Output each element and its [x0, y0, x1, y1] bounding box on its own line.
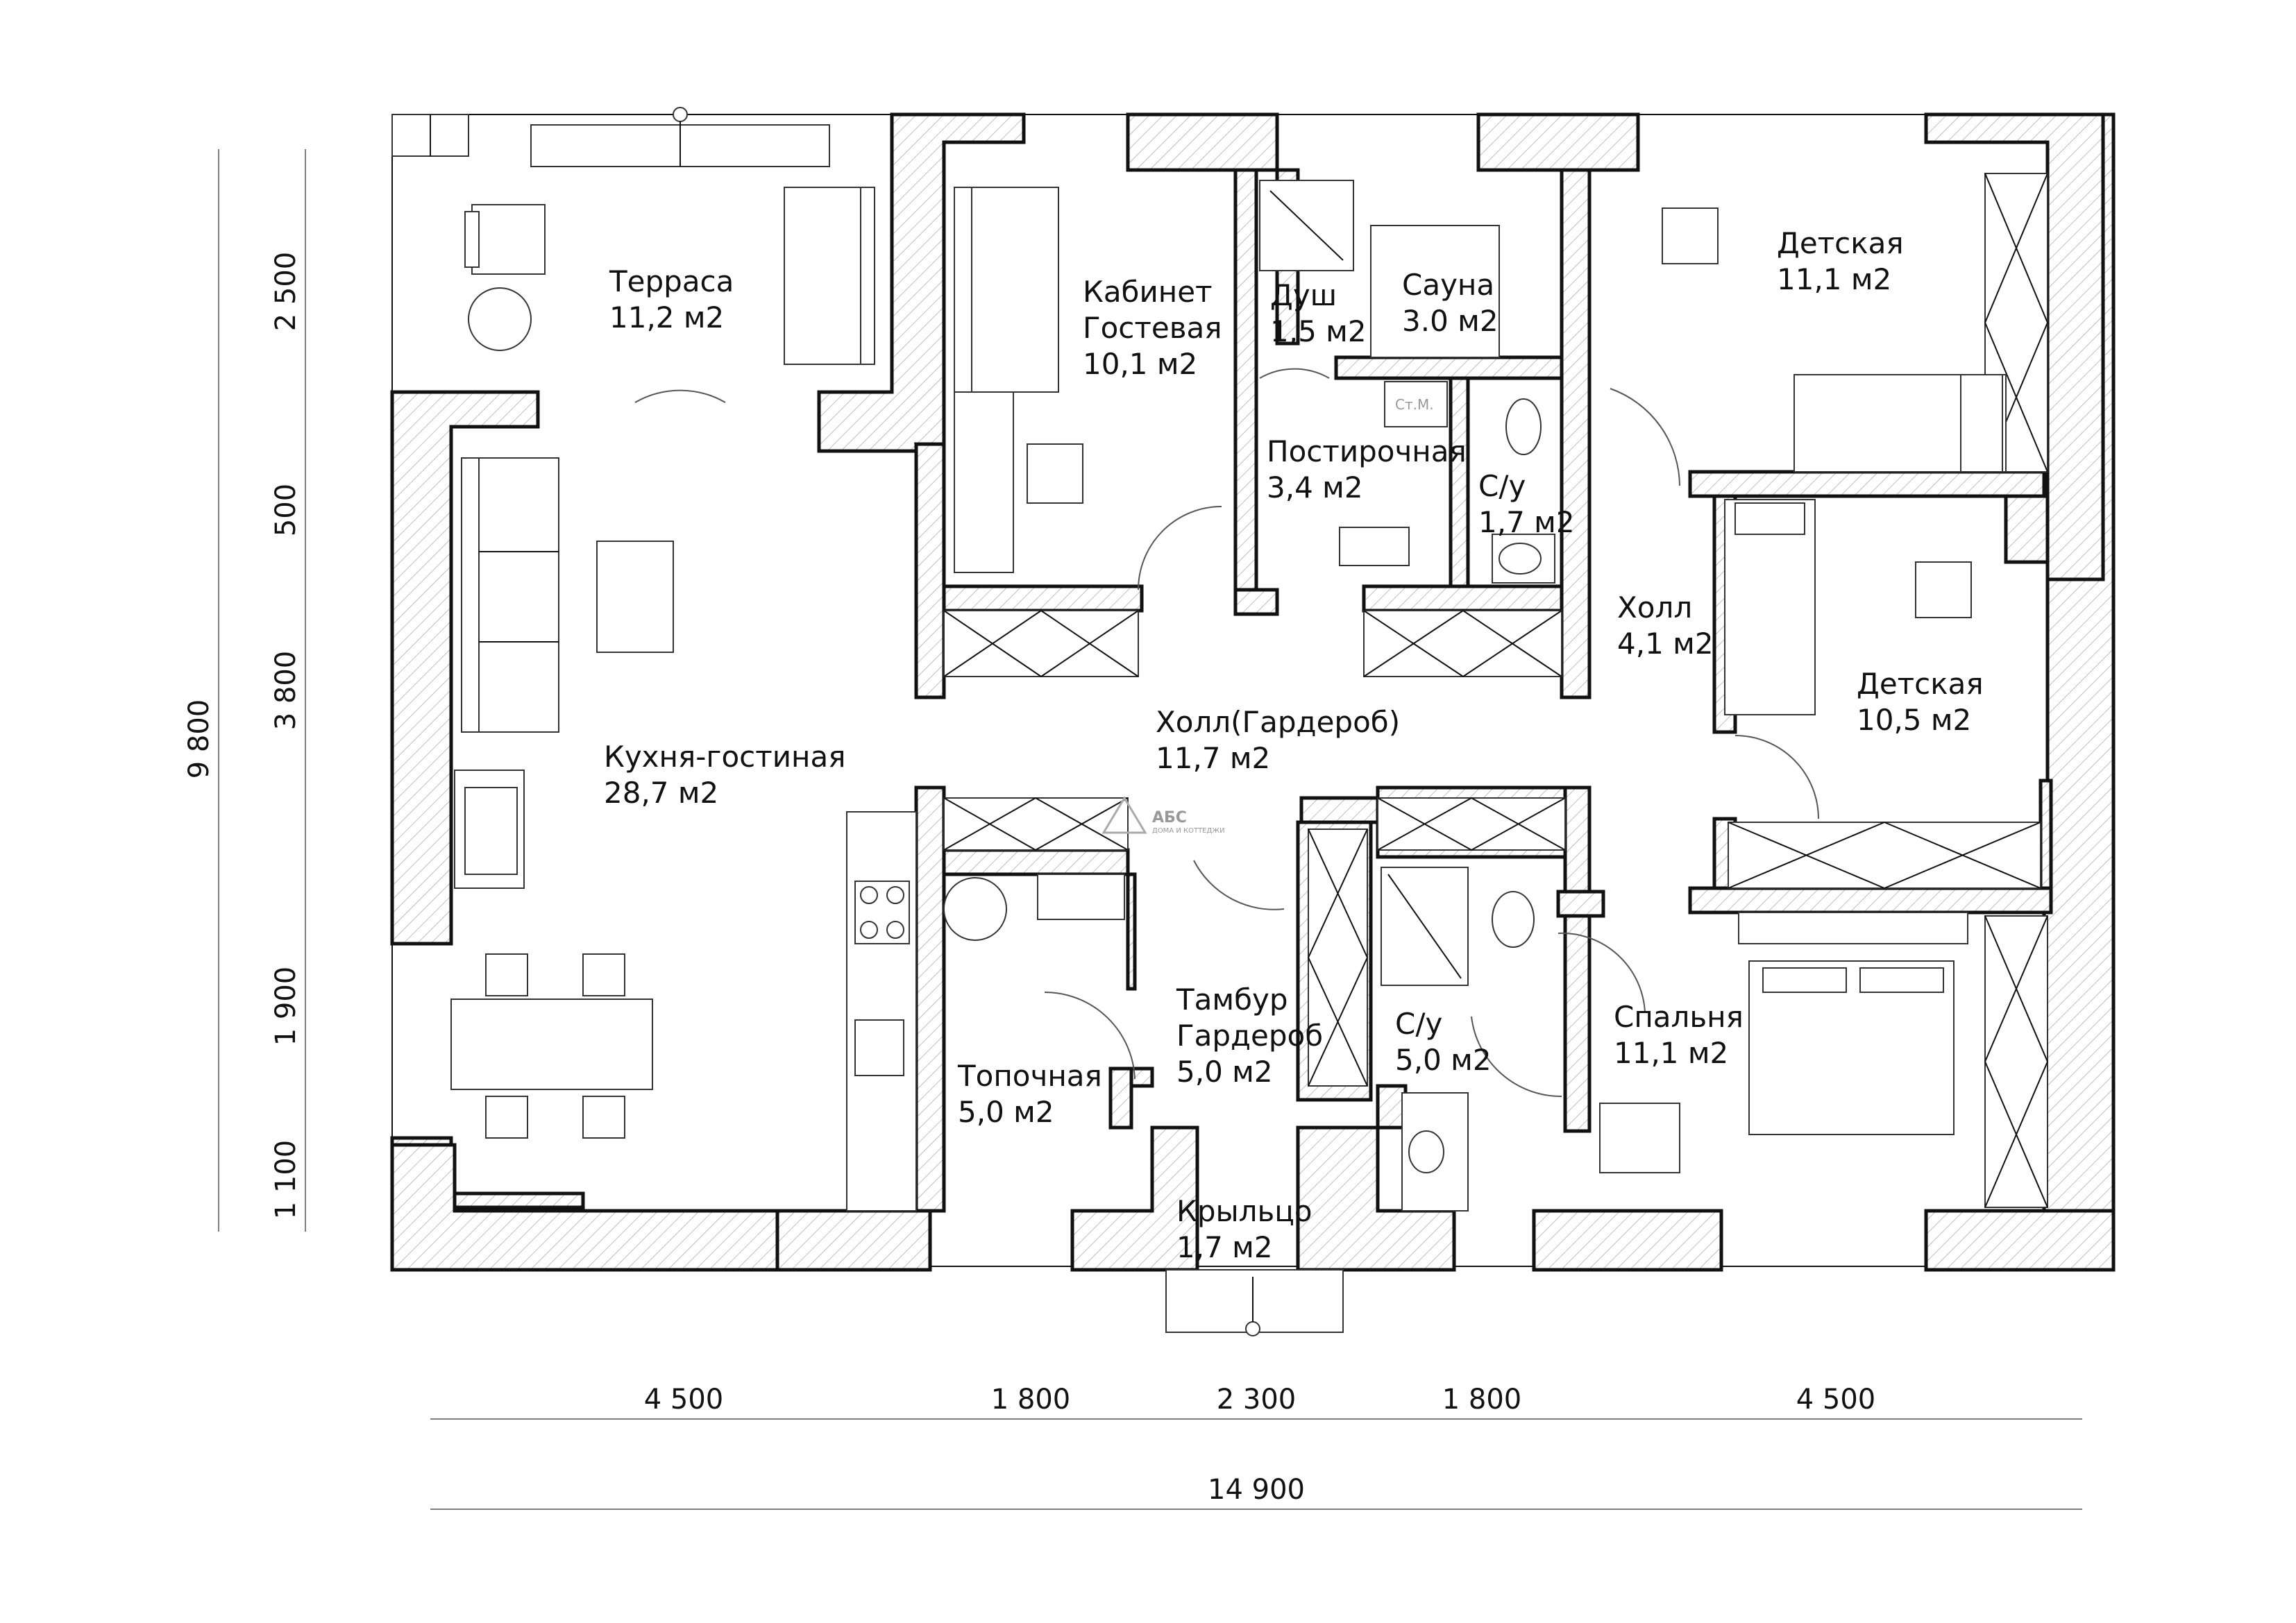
room-name-hall: Холл — [1617, 590, 1692, 624]
room-area-kids2: 10,5 м2 — [1857, 703, 1971, 737]
room-area-wc1: 1,7 м2 — [1478, 505, 1575, 539]
dim-vertical-5: 1 100 — [270, 1140, 302, 1220]
room-name-kids2: Детская — [1857, 667, 1984, 701]
svg-text:ДОМА И КОТТЕДЖИ: ДОМА И КОТТЕДЖИ — [1152, 827, 1225, 835]
dim-horizontal-3: 2 300 — [1217, 1384, 1297, 1416]
logo: АБС ДОМА И КОТТЕДЖИ — [1101, 796, 1225, 835]
dim-vertical-1: 2 500 — [270, 252, 302, 332]
room-name-terrace: Терраса — [609, 264, 734, 298]
dimension-lines — [218, 149, 2082, 1510]
furniture — [391, 107, 2007, 1336]
room-area-sauna: 3.0 м2 — [1402, 304, 1499, 338]
room-name-wc1: С/у — [1478, 469, 1526, 503]
room-labels: Терраса 11,2 м2 Кабинет Гостевая 10,1 м2… — [604, 226, 1984, 1264]
room-name-hallwardrobe: Холл(Гардероб) — [1156, 705, 1400, 739]
dim-vertical-total: 9 800 — [183, 699, 215, 779]
room-area-hall: 4,1 м2 — [1617, 627, 1714, 661]
room-name-vestibule: Тамбур — [1176, 983, 1288, 1017]
room-area-porch: 1,7 м2 — [1176, 1230, 1273, 1264]
room-area-office: 10,1 м2 — [1083, 347, 1197, 381]
dim-horizontal-5: 4 500 — [1796, 1384, 1876, 1416]
room-area-wc2: 5,0 м2 — [1395, 1043, 1492, 1077]
room-name-office: Кабинет — [1083, 275, 1213, 309]
room-name-porch: Крыльцо — [1176, 1194, 1312, 1228]
room-name-sauna: Сауна — [1402, 268, 1494, 302]
room-name-wc2: С/у — [1395, 1007, 1442, 1041]
dim-horizontal-4: 1 800 — [1442, 1384, 1522, 1416]
room-area-bedroom: 11,1 м2 — [1614, 1036, 1728, 1070]
room-name-laundry: Постирочная — [1267, 434, 1467, 468]
room-name-boiler: Топочная — [957, 1059, 1102, 1093]
svg-text:АБС: АБС — [1152, 809, 1187, 826]
dim-vertical-3: 3 800 — [270, 651, 302, 731]
room-area-shower: 1,5 м2 — [1270, 314, 1367, 348]
room-name-vestibule-2: Гардероб — [1176, 1019, 1323, 1053]
wardrobes — [943, 173, 2048, 1208]
dim-vertical-4: 1 900 — [270, 967, 302, 1046]
room-area-laundry: 3,4 м2 — [1267, 470, 1363, 504]
room-area-boiler: 5,0 м2 — [958, 1095, 1054, 1129]
washer-mark: Ст.М. — [1395, 396, 1434, 413]
room-name-kitchen: Кухня-гостиная — [604, 740, 846, 774]
room-area-kitchen: 28,7 м2 — [604, 776, 718, 810]
room-name-bedroom: Спальня — [1614, 1000, 1744, 1034]
doors — [634, 368, 1819, 1098]
room-area-kids1: 11,1 м2 — [1777, 262, 1891, 296]
dim-horizontal-total: 14 900 — [1208, 1474, 1305, 1506]
room-name-office-2: Гостевая — [1083, 311, 1222, 345]
room-name-shower: Душ — [1270, 278, 1337, 312]
dim-horizontal-2: 1 800 — [991, 1384, 1071, 1416]
dim-vertical-2: 500 — [270, 484, 302, 536]
room-name-kids1: Детская — [1777, 226, 1904, 260]
room-area-hallwardrobe: 11,7 м2 — [1156, 741, 1270, 775]
room-area-terrace: 11,2 м2 — [609, 300, 724, 334]
room-area-vestibule: 5,0 м2 — [1176, 1055, 1273, 1089]
dim-horizontal-1: 4 500 — [644, 1384, 724, 1416]
